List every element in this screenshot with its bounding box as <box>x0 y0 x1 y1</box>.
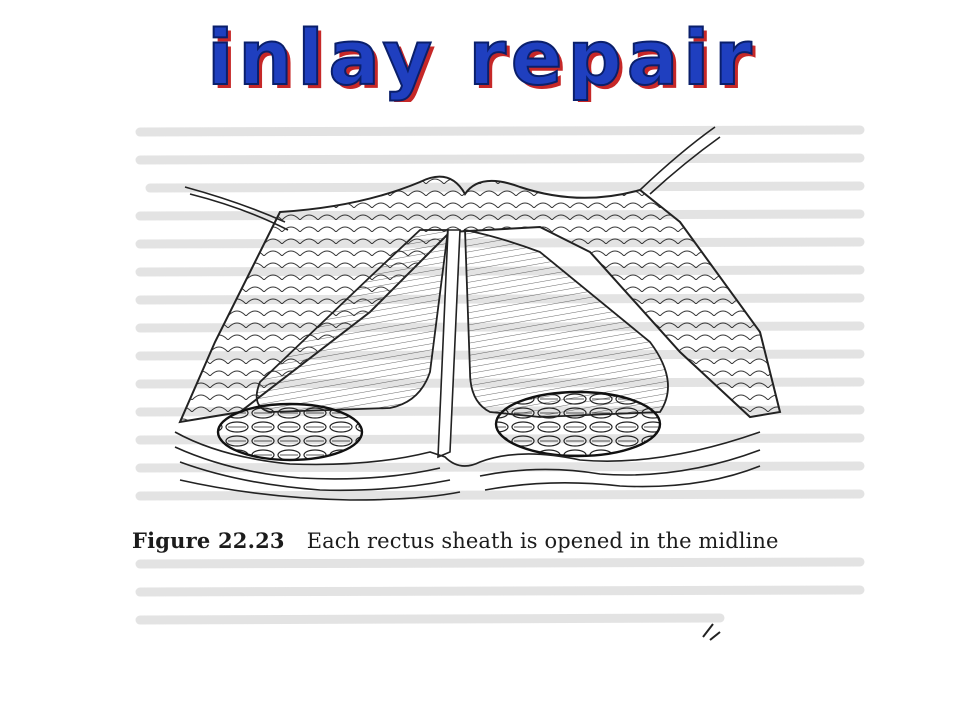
left-muscle-cross-section <box>216 402 364 462</box>
title-wordart: inlay repair inlay repair <box>206 22 760 102</box>
posterior-layers <box>174 431 761 501</box>
title-shadow-text: inlay repair <box>211 22 760 102</box>
figure-label: Figure 22.23 <box>132 528 285 553</box>
right-muscle-cross-section <box>494 390 662 458</box>
left-sheath-flap <box>437 229 461 459</box>
figure-caption: Figure 22.23 Each rectus sheath is opened… <box>132 528 832 553</box>
title-main-text: inlay repair <box>207 22 756 102</box>
right-rectus-muscle <box>464 228 669 418</box>
pen-mark <box>702 623 721 641</box>
subcutaneous-fat-flap <box>178 175 782 424</box>
figure-caption-text: Each rectus sheath is opened in the midl… <box>306 529 779 553</box>
slide-title: inlay repair inlay repair <box>0 22 960 102</box>
scanned-book-page <box>120 112 890 672</box>
anatomical-illustration <box>135 125 865 641</box>
